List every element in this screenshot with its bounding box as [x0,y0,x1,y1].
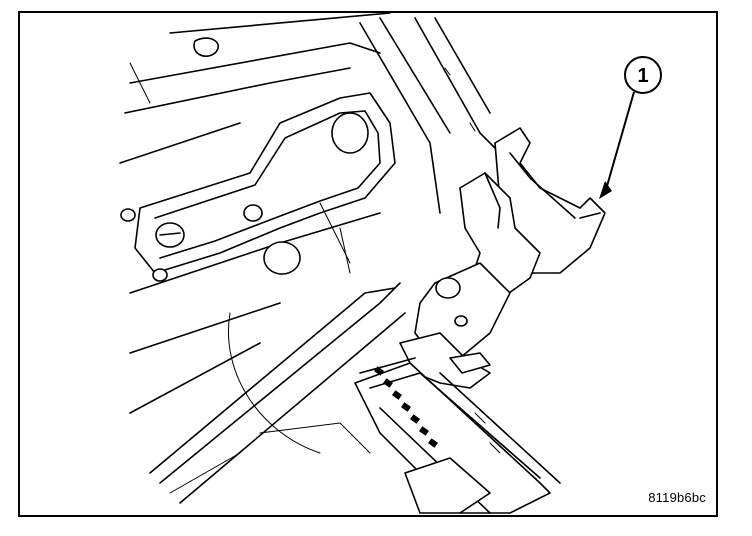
seat-track-illustration: 1 [119,13,662,514]
seat-frame-lower [129,202,406,504]
rail-assembly [359,17,501,214]
pivot-pin [435,277,461,299]
bracket-hole [331,112,369,154]
callout-circle [624,56,662,94]
mounting-bracket [120,92,396,274]
leader-line [604,91,635,194]
callout-1: 1 [599,56,662,199]
track-teeth [374,366,438,448]
diagram-frame: 1 8119b6bc [18,11,718,517]
figure-id: 8119b6bc [648,490,706,505]
seat-frame-upper [119,13,391,164]
floor-lines [169,312,371,494]
callout-number: 1 [637,65,648,87]
bracket-bolt [155,222,185,248]
leader-arrowhead [599,181,612,199]
seat-track [354,362,561,514]
pivot-block [414,172,541,359]
